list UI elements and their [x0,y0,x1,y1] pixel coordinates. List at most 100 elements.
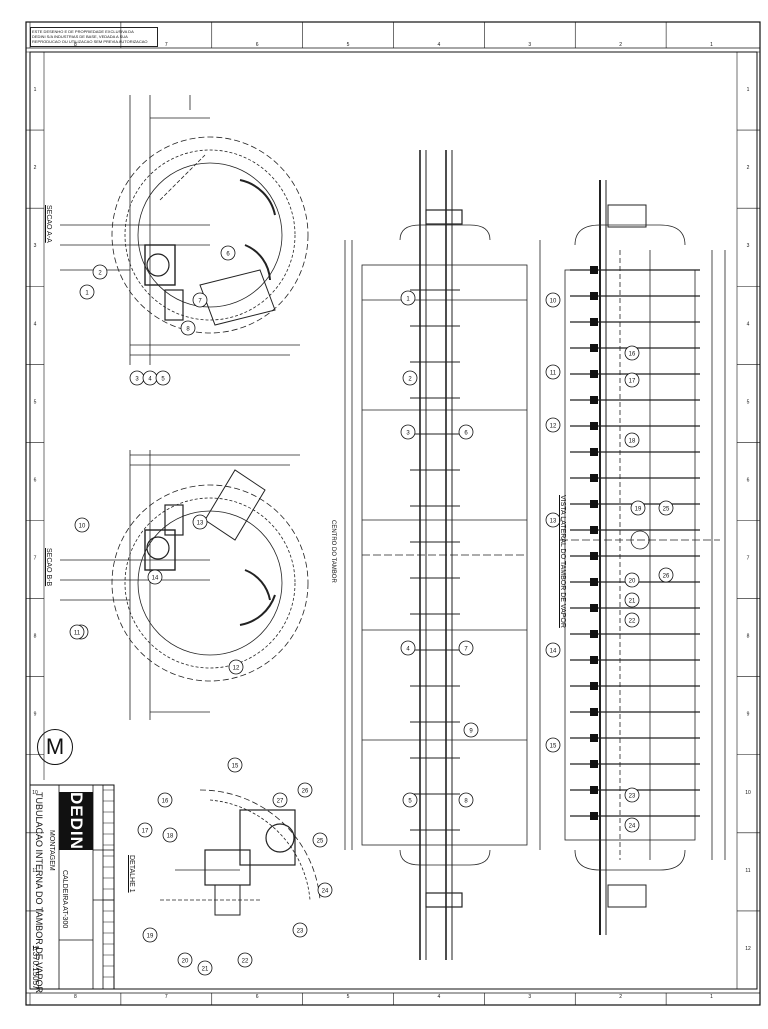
callout-number: 13 [550,519,557,525]
revision-circle: M [37,729,73,765]
callout-bubble [463,722,479,738]
column-label: 1 [710,994,713,1000]
row-label: 2 [34,165,37,171]
callout-number: 5 [161,377,165,383]
callout-number: 20 [182,959,189,965]
row-label: 10 [32,790,38,796]
callout-bubble [297,782,313,798]
callout-number: 24 [629,824,636,830]
callout-number: 7 [464,647,468,653]
callout-number: 14 [152,576,159,582]
column-label: 6 [256,994,259,1000]
callout-bubble [69,624,85,640]
logo-text: DEDINI [59,792,93,856]
row-label: 1 [34,87,37,93]
callout-number: 7 [198,299,202,305]
row-label: 4 [747,321,750,327]
callout-number: 2 [408,377,412,383]
callout-number: 19 [635,507,642,513]
column-label: 5 [347,42,350,48]
callout-number: 1 [85,291,89,297]
callout-number: 26 [302,789,309,795]
callout-number: 19 [147,934,154,940]
row-label: 8 [747,634,750,640]
callout-number: 16 [162,799,169,805]
callout-number: 11 [74,631,81,637]
callout-bubble [624,345,640,361]
callout-number: 18 [167,834,174,840]
drawing-number: 1.370.15057 [31,945,40,990]
callout-number: 21 [629,599,636,605]
row-label: 11 [32,868,37,874]
callout-bubbles: 1234567891011121314151617181920212223242… [69,245,674,976]
callout-bubble [137,822,153,838]
callout-bubble [624,572,640,588]
dedini-logo: DEDINI [59,792,93,856]
row-label: 1 [747,87,750,93]
callout-bubble [624,817,640,833]
callout-bubble [317,882,333,898]
row-label: 6 [34,477,37,483]
callout-bubble [624,592,640,608]
callout-bubble [312,832,328,848]
callout-number: 22 [242,959,249,965]
callout-number: 5 [408,799,412,805]
inner-frame [29,51,758,990]
callout-bubble [402,370,418,386]
callout-number: 17 [142,829,149,835]
confidentiality-notice: ESTE DESENHO E DE PROPRIEDADE EXCLUSIVA … [30,27,158,47]
side-view-title: VISTA LATERAL DO TAMBOR DE VAPOR [559,495,566,628]
row-label: 6 [747,477,750,483]
section-a-a [60,95,309,365]
callout-number: 26 [663,574,670,580]
callout-bubble [545,642,561,658]
column-label: 1 [710,42,713,48]
column-label: 7 [165,42,168,48]
callout-bubble [227,757,243,773]
row-label: 9 [747,712,750,718]
callout-number: 9 [469,729,473,735]
outer-frame [25,21,761,1006]
callout-bubble [177,952,193,968]
drum-view-center [344,150,541,960]
row-label: 11 [745,868,750,874]
callout-bubble [624,787,640,803]
section-b-b [60,450,309,720]
callout-bubble [220,245,236,261]
callout-bubble [292,922,308,938]
callout-bubble [197,960,213,976]
callout-bubble [545,512,561,528]
callout-number: 16 [629,352,636,358]
client-label: CALDEIRA AT-300 [61,870,68,929]
notice-line: ESTE DESENHO E DE PROPRIEDADE EXCLUSIVA … [32,29,134,34]
callout-number: 4 [148,377,152,383]
column-label: 3 [528,994,531,1000]
callout-number: 15 [232,764,239,770]
callout-number: 23 [297,929,304,935]
column-label: 8 [74,994,77,1000]
callout-bubble [192,514,208,530]
callout-bubble [79,284,95,300]
callout-number: 25 [317,839,324,845]
callout-bubble [228,659,244,675]
callout-number: 23 [629,794,636,800]
callout-number: 2 [98,271,102,277]
row-label: 9 [34,712,37,718]
callout-bubble [624,372,640,388]
column-label: 3 [528,42,531,48]
column-label: 6 [256,42,259,48]
row-label: 12 [745,946,751,952]
callout-number: 20 [629,579,636,585]
detail-1 [160,789,321,916]
callout-number: 14 [550,649,557,655]
callout-number: 21 [202,967,209,973]
row-label: 3 [747,243,750,249]
callout-number: 11 [550,371,557,377]
callout-number: 10 [550,299,557,305]
callout-bubble [162,827,178,843]
callout-bubble [192,292,208,308]
callout-bubble [400,640,416,656]
row-label: 7 [34,556,37,562]
callout-bubble [400,424,416,440]
drum-rungs [410,266,700,831]
